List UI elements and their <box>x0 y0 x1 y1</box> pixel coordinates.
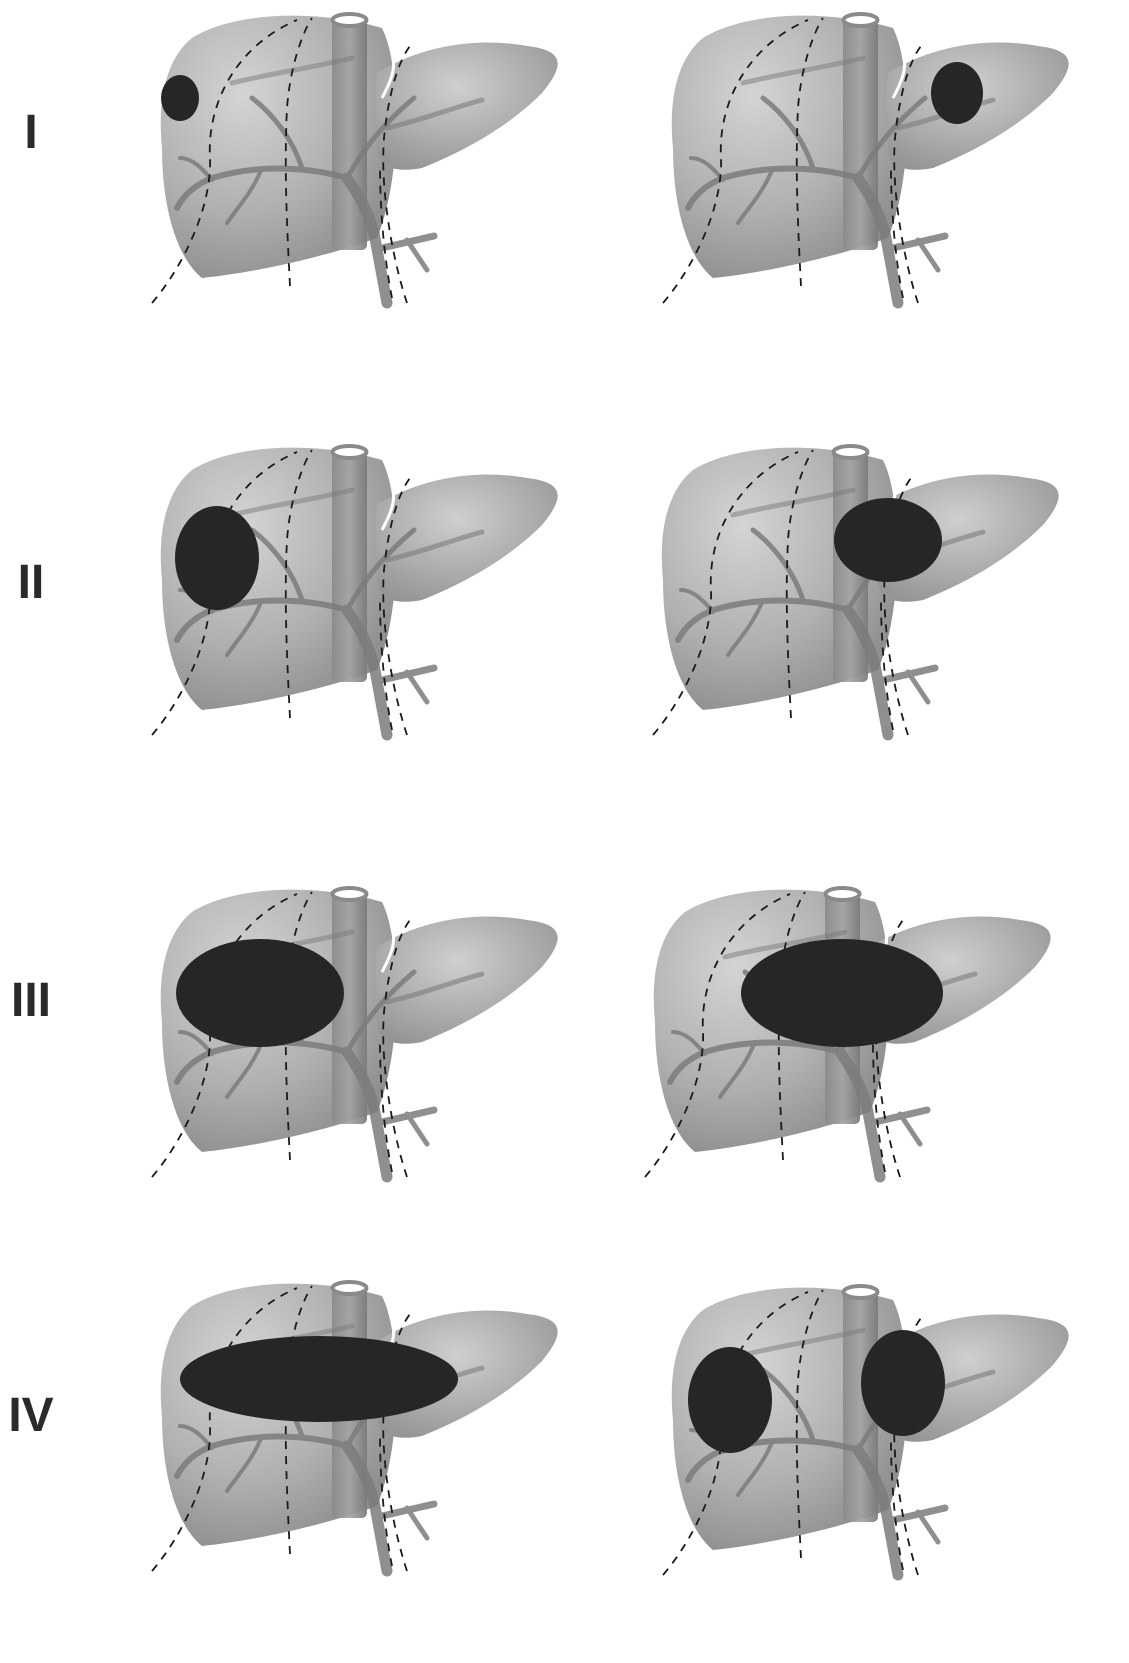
tumor <box>161 75 199 121</box>
tumor <box>688 1347 772 1453</box>
liver-stage-i-right <box>663 14 1069 303</box>
stage-label-ii: II <box>18 556 45 609</box>
liver-stage-iii-left <box>152 888 558 1177</box>
liver-stage-ii-left <box>152 446 558 735</box>
liver-stage-iii-right <box>645 888 1051 1177</box>
liver-stage-iv-right <box>663 1286 1069 1575</box>
tumor <box>180 1336 458 1422</box>
liver-stage-iv-left <box>152 1282 558 1571</box>
stage-label-i: I <box>24 106 37 159</box>
tumor <box>175 506 259 610</box>
tumor <box>176 939 344 1047</box>
liver-stage-i-left <box>152 14 558 303</box>
stage-label-iii: III <box>11 974 51 1027</box>
tumor <box>931 62 983 124</box>
liver-stage-ii-right <box>653 446 1059 735</box>
tumor <box>861 1330 945 1436</box>
tumor <box>741 939 943 1047</box>
tumor <box>834 498 942 582</box>
stage-label-iv: IV <box>8 1389 53 1442</box>
